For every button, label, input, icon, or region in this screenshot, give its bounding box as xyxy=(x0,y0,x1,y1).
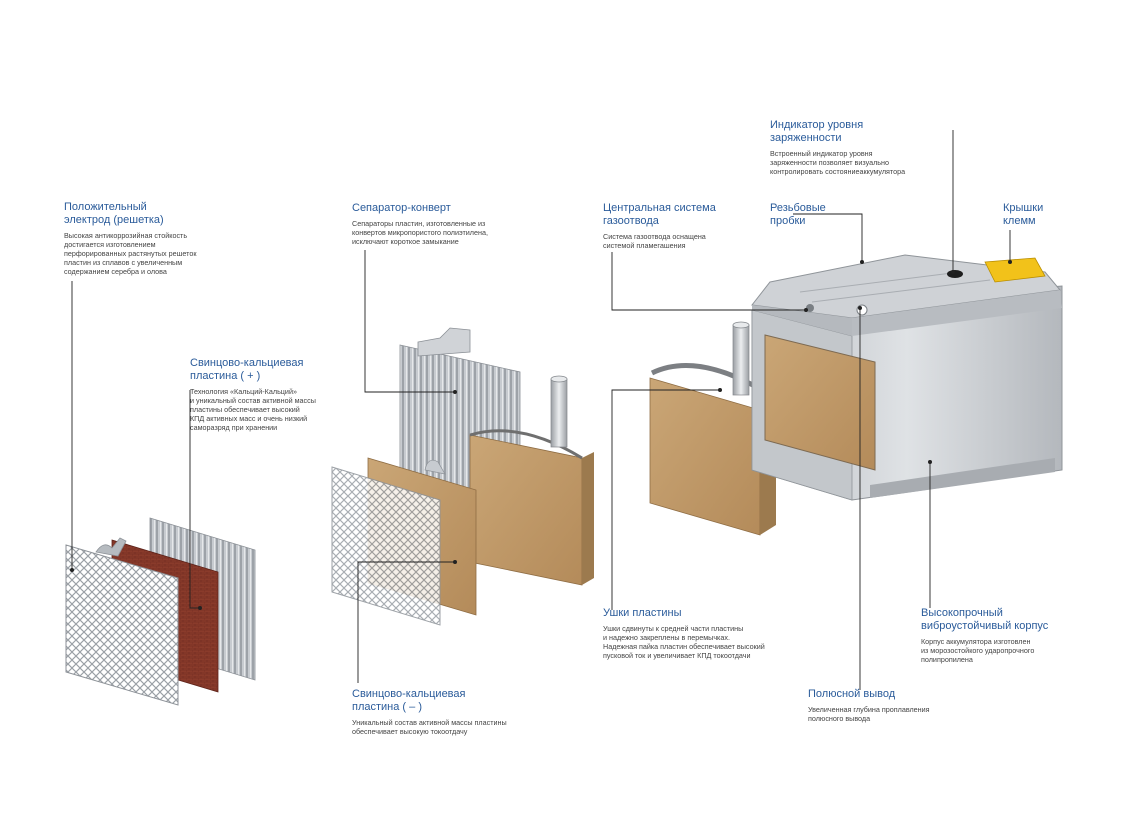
callout-title: Высокопрочный виброустойчивый корпус xyxy=(921,607,1049,632)
leader-pos-plate xyxy=(189,390,200,609)
callout-description: Сепараторы пластин, изготовленные из кон… xyxy=(352,219,488,246)
callout-gas-system: Центральная система газоотвода Система г… xyxy=(603,202,716,250)
separator-plates-illustration xyxy=(331,327,594,626)
positive-electrode-illustration xyxy=(65,517,256,706)
callout-positive-electrode: Положительный электрод (решетка) Высокая… xyxy=(64,201,197,276)
leader-plugs xyxy=(793,213,863,262)
callout-positive-plate: Свинцово-кальциевая пластина ( + ) Техно… xyxy=(190,357,316,432)
callout-title: Индикатор уровня заряженности xyxy=(770,119,864,144)
callout-title: Полюсной вывод xyxy=(808,688,896,700)
battery-illustration xyxy=(751,254,1063,501)
leader-plate-lugs xyxy=(611,389,720,610)
callout-terminal-caps: Крышки клемм xyxy=(1003,202,1043,228)
callout-negative-plate: Свинцово-кальциевая пластина ( – ) Уника… xyxy=(352,688,507,736)
leader-gas-system xyxy=(611,252,806,311)
callout-description: Уникальный состав активной массы пластин… xyxy=(352,718,507,736)
callout-description: Корпус аккумулятора изготовлен из морозо… xyxy=(921,637,1035,664)
plate-block-illustration xyxy=(649,321,777,536)
callout-description: Ушки сдвинуты к средней части пластины и… xyxy=(603,624,765,660)
callout-pole-terminal: Полюсной вывод Увеличенная глубина пропл… xyxy=(808,688,930,723)
leader-separator xyxy=(364,250,455,393)
callout-threaded-plugs: Резьбовые пробки xyxy=(770,202,826,228)
callout-description: Увеличенная глубина проплавления полюсно… xyxy=(808,705,930,723)
callout-title: Крышки клемм xyxy=(1003,202,1044,227)
callout-case: Высокопрочный виброустойчивый корпус Кор… xyxy=(921,607,1048,664)
callout-title: Ушки пластины xyxy=(603,607,682,619)
leader-lines xyxy=(71,130,1011,690)
callout-title: Резьбовые пробки xyxy=(770,202,826,227)
callout-title: Центральная система газоотвода xyxy=(603,202,716,227)
callout-separator: Сепаратор-конверт Сепараторы пластин, из… xyxy=(352,202,488,246)
callout-charge-indicator: Индикатор уровня заряженности Встроенный… xyxy=(770,119,905,176)
callout-description: Встроенный индикатор уровня заряженности… xyxy=(770,149,906,176)
callout-title: Свинцово-кальциевая пластина ( + ) xyxy=(190,357,304,382)
callout-title: Сепаратор-конверт xyxy=(352,202,451,214)
callout-plate-lugs: Ушки пластины Ушки сдвинуты к средней ча… xyxy=(603,607,765,660)
leader-neg-plate xyxy=(357,561,455,683)
callout-title: Свинцово-кальциевая пластина ( – ) xyxy=(352,688,466,713)
callout-description: Высокая антикоррозийная стойкость достиг… xyxy=(64,231,197,276)
callout-description: Система газоотвода оснащена системой пла… xyxy=(603,232,706,250)
callout-title: Положительный электрод (решетка) xyxy=(64,201,164,226)
callout-description: Технология «Кальций-Кальций» и уникальны… xyxy=(190,387,316,432)
leader-dots xyxy=(70,260,1012,610)
